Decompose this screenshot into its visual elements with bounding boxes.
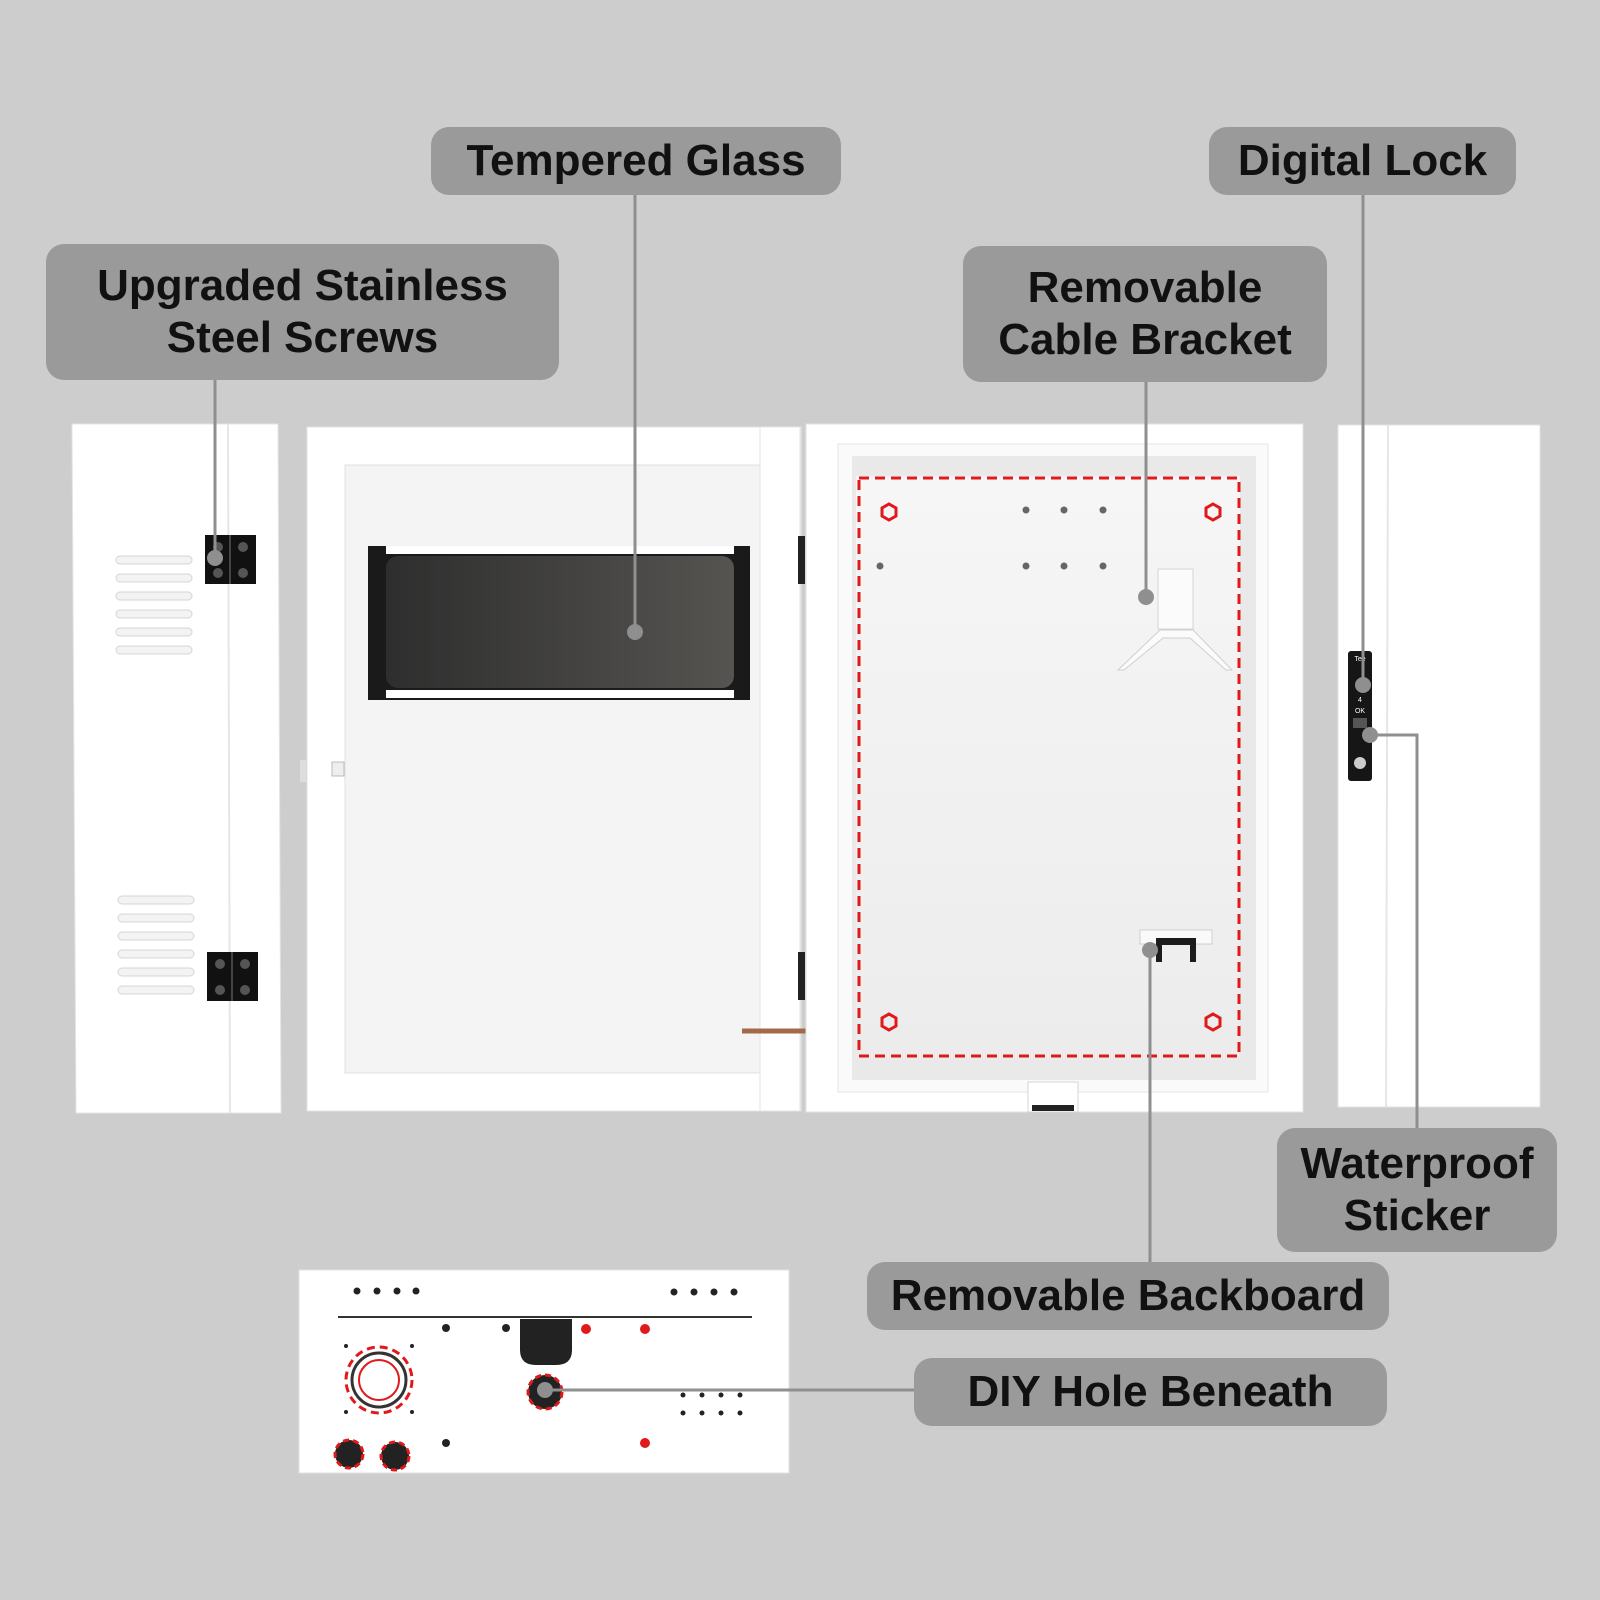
waterproof-sticker-label-line-2: Sticker: [1343, 1191, 1491, 1240]
cable-bracket-label-line-1: Removable: [1027, 263, 1263, 312]
large-knockout: [344, 1345, 414, 1415]
vent-dots: [344, 1287, 743, 1447]
screws-label: Upgraded Stainless Steel Screws: [46, 244, 559, 380]
vent-slots-bottom: [117, 895, 195, 995]
diy-hole-label-line: DIY Hole Beneath: [967, 1367, 1334, 1416]
glass-window: [368, 546, 750, 700]
left-side-panel: [71, 423, 282, 1114]
cable-bracket-label-line-2: Cable Bracket: [998, 315, 1292, 364]
backboard-dots: [876, 506, 1107, 570]
red-mount-dots: [581, 1324, 650, 1448]
waterproof-sticker-label: Waterproof Sticker: [1277, 1128, 1557, 1252]
backboard-label-line: Removable Backboard: [890, 1271, 1366, 1320]
screws-label-line-1: Upgraded Stainless: [97, 261, 508, 310]
leader-lines: [213, 193, 1419, 1392]
tempered-glass-label-line: Tempered Glass: [466, 136, 806, 185]
diy-hole-label: DIY Hole Beneath: [914, 1358, 1387, 1426]
leader-dots: [207, 550, 1378, 1398]
keypad-text-3: OK: [1355, 708, 1365, 715]
right-side-panel: Tee 4 OK: [1337, 424, 1541, 1108]
tempered-glass-label: Tempered Glass: [431, 127, 841, 195]
backboard-label: Removable Backboard: [867, 1262, 1389, 1330]
mount-holes: [880, 502, 1222, 1032]
digital-lock-label-line: Digital Lock: [1237, 136, 1488, 185]
cable-bracket-label: Removable Cable Bracket: [963, 246, 1327, 382]
cable-bracket: [1116, 568, 1234, 671]
keypad-text-1: Tee: [1354, 656, 1365, 663]
digital-lock-label: Digital Lock: [1209, 127, 1516, 195]
bottom-view: [298, 1269, 790, 1474]
back-box: [805, 423, 1304, 1113]
hinge-bottom: [207, 952, 258, 1001]
vent-slots-top: [115, 555, 193, 655]
keypad-text-2: 4: [1358, 697, 1362, 704]
digital-lock-keypad: Tee 4 OK: [1348, 651, 1372, 781]
front-door: [300, 426, 875, 1112]
screws-label-line-2: Steel Screws: [166, 313, 439, 362]
bottom-handle: [1139, 929, 1213, 962]
waterproof-sticker-label-line-1: Waterproof: [1300, 1139, 1534, 1188]
